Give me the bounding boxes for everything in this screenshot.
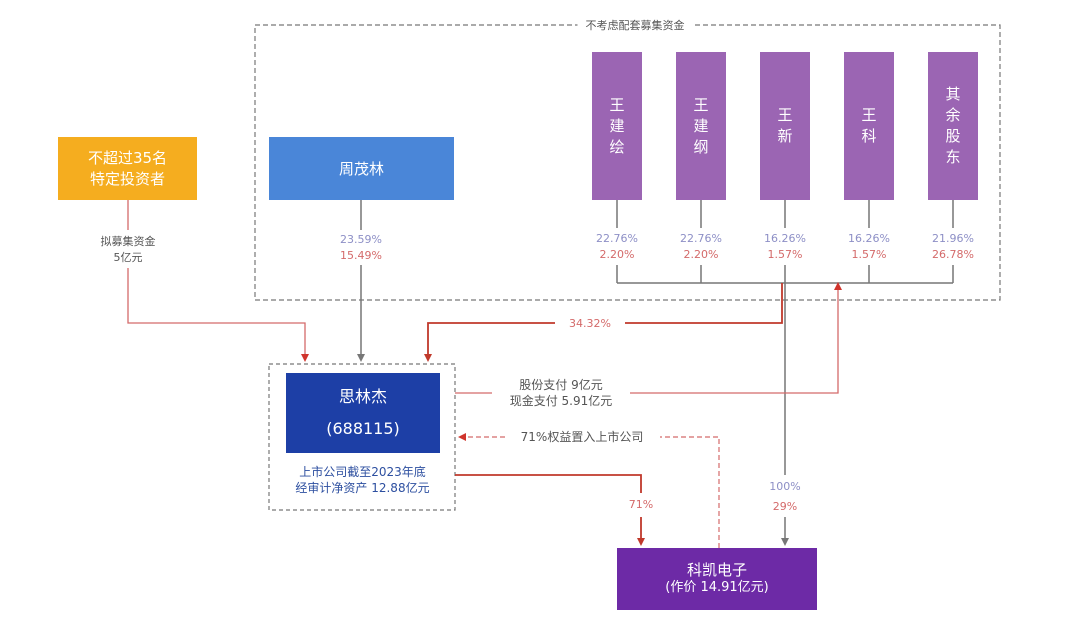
shareholder-pct-after: 26.78%	[932, 248, 974, 261]
payment-line	[455, 286, 838, 394]
zhou-pct-before: 23.59%	[340, 233, 382, 246]
target-company-valuation: (作价 14.91亿元)	[665, 580, 769, 595]
shareholder-pct-before: 22.76%	[680, 232, 722, 245]
shareholder-pct-after: 2.20%	[599, 248, 635, 261]
shareholder-node[interactable]: 其余股东	[928, 52, 978, 200]
investors-line2: 特定投资者	[89, 169, 165, 188]
shareholder-name-char: 其	[945, 85, 961, 103]
listed-company-node[interactable]: 思林杰 (688115)	[286, 373, 440, 453]
shareholder-name-char: 余	[945, 106, 961, 124]
investors-to-listed-line	[127, 200, 305, 358]
group-title: 不考虑配套募集资金	[577, 17, 693, 33]
raise-label: 拟募集资金 5亿元	[100, 234, 156, 266]
listed-company-name: 思林杰	[338, 387, 387, 406]
shareholder-name-char: 绘	[609, 137, 625, 156]
investors-line1: 不超过35名	[87, 148, 168, 167]
listed-to-target-pct: 71%	[628, 497, 654, 513]
shareholder-pct-before: 16.26%	[764, 232, 806, 245]
zhou-name: 周茂林	[338, 160, 384, 178]
target-company-node[interactable]: 科凯电子 (作价 14.91亿元)	[617, 548, 817, 610]
zhou-pct-after: 15.49%	[340, 249, 382, 262]
shareholder-name-char: 东	[945, 148, 961, 166]
shareholder-name-char: 科	[861, 127, 877, 145]
shareholder-name-char: 王	[861, 106, 877, 124]
listed-company-caption: 上市公司截至2023年底 经审计净资产 12.88亿元	[295, 465, 430, 495]
zhou-pct: 23.59% 15.49%	[340, 232, 382, 264]
shareholder-pct: 21.96% 26.78%	[932, 231, 974, 263]
shareholder-pct-before: 16.26%	[848, 232, 890, 245]
shareholder-node[interactable]: 王科	[844, 52, 894, 200]
shareholder-name-char: 纲	[693, 137, 709, 156]
shareholder-pct-after: 1.57%	[767, 248, 803, 261]
holders-to-target-pct: 100% 29%	[769, 477, 801, 517]
shareholder-name-char: 王	[777, 106, 793, 124]
consolidated-line	[428, 283, 783, 358]
listed-company-box	[268, 363, 456, 511]
zhou-node[interactable]: 周茂林	[269, 137, 454, 200]
listed-company-code: (688115)	[326, 419, 400, 438]
shareholder-node[interactable]: 王建绘	[592, 52, 642, 200]
shareholder-pct-after: 2.20%	[683, 248, 719, 261]
shareholder-name-char: 王	[609, 95, 625, 114]
shareholder-pct: 22.76% 2.20%	[596, 231, 638, 263]
equity-transfer-line	[462, 437, 720, 548]
shareholder-node[interactable]: 王新	[760, 52, 810, 200]
payment-label: 股份支付 9亿元 现金支付 5.91亿元	[509, 377, 613, 409]
shareholder-node[interactable]: 王建纲	[676, 52, 726, 200]
shareholder-name-char: 建	[693, 116, 709, 135]
shareholder-name-char: 建	[609, 116, 625, 135]
shareholder-pct-after: 1.57%	[851, 248, 887, 261]
target-company-name: 科凯电子	[686, 561, 747, 579]
shareholder-name-char: 新	[777, 127, 793, 145]
shareholder-ticks	[616, 200, 954, 284]
investors-node[interactable]: 不超过35名 特定投资者	[58, 137, 197, 200]
listed-to-target-line	[455, 474, 641, 542]
equity-transfer-label: 71%权益置入上市公司	[520, 429, 644, 445]
shareholder-pct: 16.26% 1.57%	[764, 231, 806, 263]
shareholder-pct-before: 22.76%	[596, 232, 638, 245]
shareholder-name-char: 股	[945, 127, 961, 145]
shareholder-pct: 16.26% 1.57%	[848, 231, 890, 263]
consolidated-pct: 34.32%	[569, 316, 611, 332]
shareholder-name-char: 王	[693, 95, 709, 114]
shareholder-pct-before: 21.96%	[932, 232, 974, 245]
shareholder-pct: 22.76% 2.20%	[680, 231, 722, 263]
